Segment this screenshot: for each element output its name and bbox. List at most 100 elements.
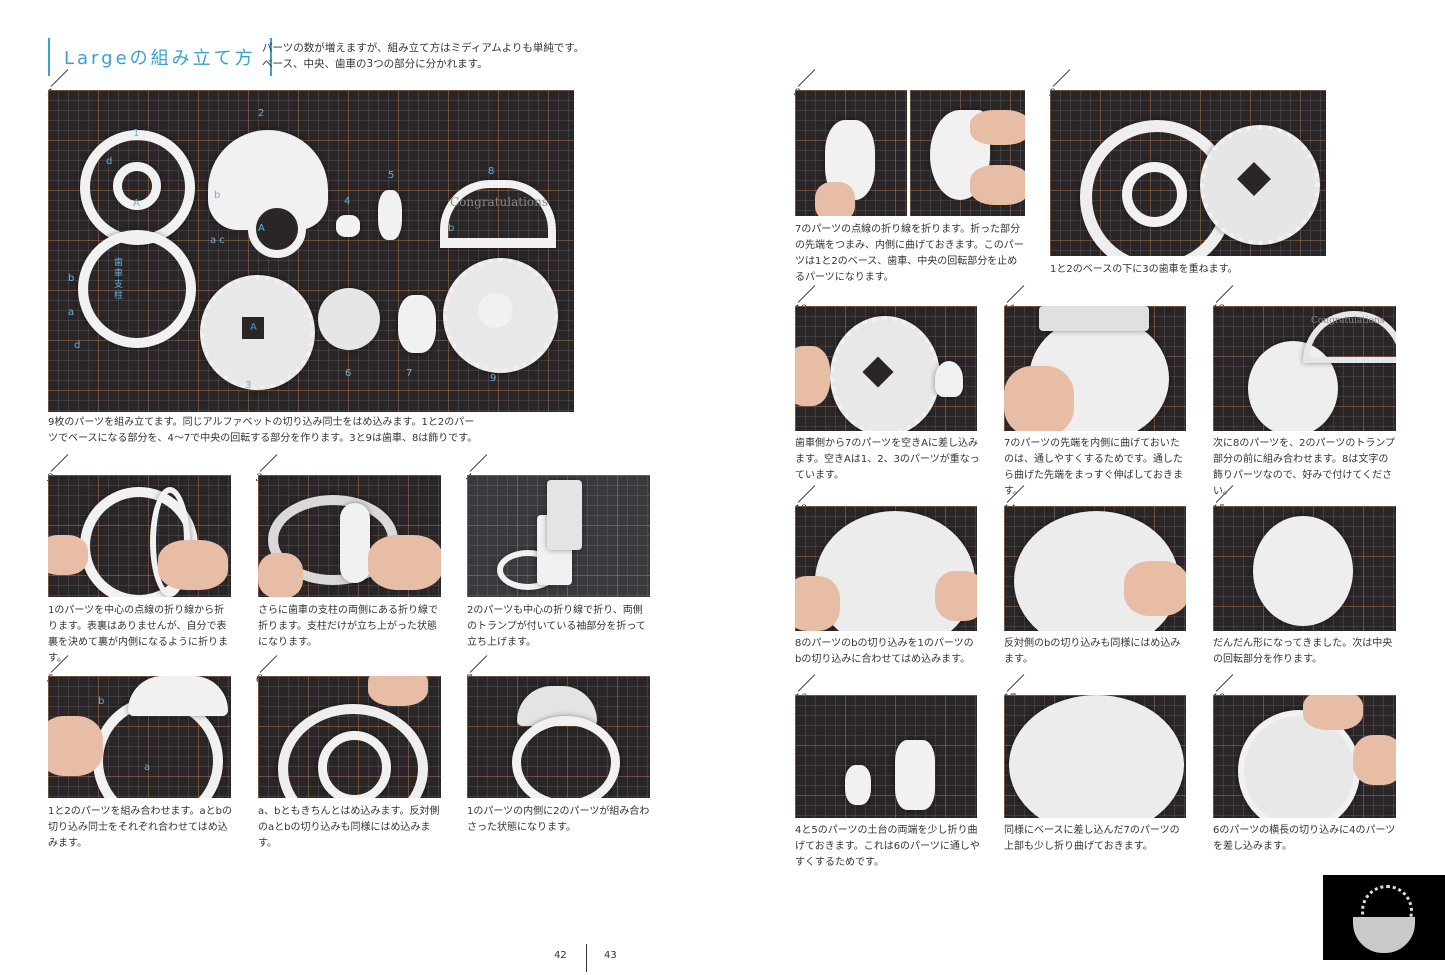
hand — [970, 165, 1025, 205]
hand — [158, 540, 228, 590]
step-17-caption: 同様にベースに差し込んだ7のパーツの上部も少し折り曲げておきます。 — [1004, 825, 1180, 852]
hand — [368, 535, 441, 590]
part-1-hub — [113, 162, 161, 210]
slot-label: b — [214, 190, 221, 201]
step-11-photo — [1004, 306, 1186, 431]
hand — [1124, 561, 1186, 616]
step-16-photo — [795, 695, 977, 818]
paper-piece — [128, 676, 228, 716]
step-15-caption: だんだん形になってきました。次は中央の回転部分を作ります。 — [1213, 638, 1393, 665]
part-label: 9 — [490, 373, 497, 384]
slot-label: A — [258, 223, 265, 234]
step-8-caption: 7のパーツの点線の折り線を折ります。折った部分の先端をつまみ、内側に曲げておきま… — [795, 224, 1024, 283]
step-3-caption: さらに歯車の支柱の両側にある折り線で折ります。支柱だけが立ち上がった状態になりま… — [258, 605, 438, 648]
step-17-photo — [1004, 695, 1186, 818]
section-header: Largeの組み立て方 — [48, 38, 272, 76]
page-title: Largeの組み立て方 — [64, 48, 256, 69]
hand — [795, 576, 840, 631]
part-4 — [845, 765, 871, 805]
part-7 — [398, 295, 436, 353]
hand — [1004, 366, 1074, 431]
hand — [258, 553, 303, 597]
intro-text: パーツの数が増えますが、組み立て方はミディアムよりも単純です。 ベース、中央、歯… — [262, 42, 585, 70]
hand — [1303, 695, 1363, 730]
step-14-photo — [1004, 506, 1186, 631]
part-1-lower — [78, 230, 196, 348]
step-3-photo — [258, 475, 441, 597]
part-label: 8 — [488, 166, 495, 177]
part-label: 2 — [258, 108, 265, 119]
slot-label: a — [144, 762, 151, 773]
step-6-caption: a、bともきちんとはめ込みます。反対側のaとbの切り込みも同様にはめ込みます。 — [258, 806, 440, 849]
paper-piece — [1009, 695, 1184, 818]
part-label: 1 — [133, 128, 140, 139]
step-11-caption: 7のパーツの先端を内側に曲げておいたのは、通しやすくするためです。通したら曲げた… — [1004, 438, 1183, 497]
page-divider — [586, 944, 587, 972]
paper-piece — [935, 361, 963, 397]
part-9-center — [478, 293, 513, 328]
hand — [48, 716, 103, 776]
title-bar-right — [269, 38, 272, 76]
step-12-caption: 次に8のパーツを、2のパーツのトランプ部分の前に組み合わせます。8は文字の飾りパ… — [1213, 438, 1396, 497]
hand — [970, 110, 1025, 145]
banner-text: Congratulations — [450, 195, 549, 209]
part-label: 4 — [344, 196, 351, 207]
step-8-photo-b — [910, 90, 1025, 216]
hand — [815, 182, 855, 216]
step-2-photo — [48, 475, 231, 597]
step-4-photo — [467, 475, 650, 597]
step-14-caption: 反対側のbの切り込みも同様にはめ込みます。 — [1004, 638, 1181, 665]
step-7-photo — [467, 676, 650, 798]
slot-label: a — [68, 307, 75, 318]
paper-piece — [512, 716, 620, 798]
slot-label: b — [448, 223, 455, 234]
slot-label: A — [250, 322, 257, 333]
step-12-photo: Congratulations — [1213, 306, 1396, 431]
paper-piece — [1122, 162, 1187, 227]
part-label: 5 — [388, 170, 395, 181]
slot-label: d — [74, 340, 81, 351]
hand — [48, 535, 88, 575]
paper-piece — [1253, 516, 1353, 626]
step-7-caption: 1のパーツの内側に2のパーツが組み合わさった状態になります。 — [467, 806, 650, 833]
step-5-caption: 1と2のパーツを組み合わせます。aとbの切り込み同士をそれぞれ合わせてはめ込みま… — [48, 806, 232, 849]
step-15-photo — [1213, 506, 1396, 631]
step-4-caption: 2のパーツも中心の折り線で折り、両側のトランプが付いている袖部分を折って立ち上げ… — [467, 605, 646, 648]
paper-piece — [1039, 306, 1149, 331]
part-label: 6 — [345, 368, 352, 379]
hand — [795, 346, 830, 406]
part-9 — [443, 258, 558, 373]
part-4 — [336, 215, 360, 237]
hand — [1353, 735, 1396, 785]
step-18-caption: 6のパーツの横長の切り込みに4のパーツを差し込みます。 — [1213, 825, 1396, 852]
slot-label: A — [133, 198, 140, 209]
slot-label: b — [98, 696, 105, 707]
title-bar-left — [48, 38, 50, 76]
slot-label: a c — [210, 235, 225, 246]
part-6 — [318, 288, 380, 350]
part-6 — [1238, 710, 1360, 818]
paper-piece — [318, 731, 391, 798]
finished-model-photo — [1323, 875, 1445, 960]
page-number-left: 42 — [554, 950, 567, 961]
page-number-right: 43 — [604, 950, 617, 961]
parts-photo: Congratulations 1 2 3 4 5 6 7 8 9 A A A … — [48, 90, 574, 412]
step-18-photo — [1213, 695, 1396, 818]
paper-piece — [278, 704, 428, 798]
step-9-photo — [1050, 90, 1326, 256]
hand — [935, 571, 977, 621]
slot-label: d — [106, 156, 113, 167]
step-6-photo — [258, 676, 441, 798]
part-label: 3 — [245, 380, 252, 391]
gear-post-label: 歯車支柱 — [114, 258, 124, 301]
part-5 — [895, 740, 935, 810]
part-5 — [378, 190, 402, 240]
hand — [368, 676, 428, 706]
part-3-center — [242, 317, 264, 339]
paper-piece — [340, 503, 370, 583]
paper-piece — [547, 480, 582, 550]
step-9-caption: 1と2のベースの下に3の歯車を重ねます。 — [1050, 264, 1238, 275]
step-10-caption: 歯車側から7のパーツを空きAに差し込みます。空きAは1、2、3のパーツが重なって… — [795, 438, 980, 481]
banner-text: Congratulations — [1311, 316, 1385, 326]
step-13-caption: 8のパーツのbの切り込みを1のパーツのbの切り込みに合わせてはめ込みます。 — [795, 638, 974, 665]
